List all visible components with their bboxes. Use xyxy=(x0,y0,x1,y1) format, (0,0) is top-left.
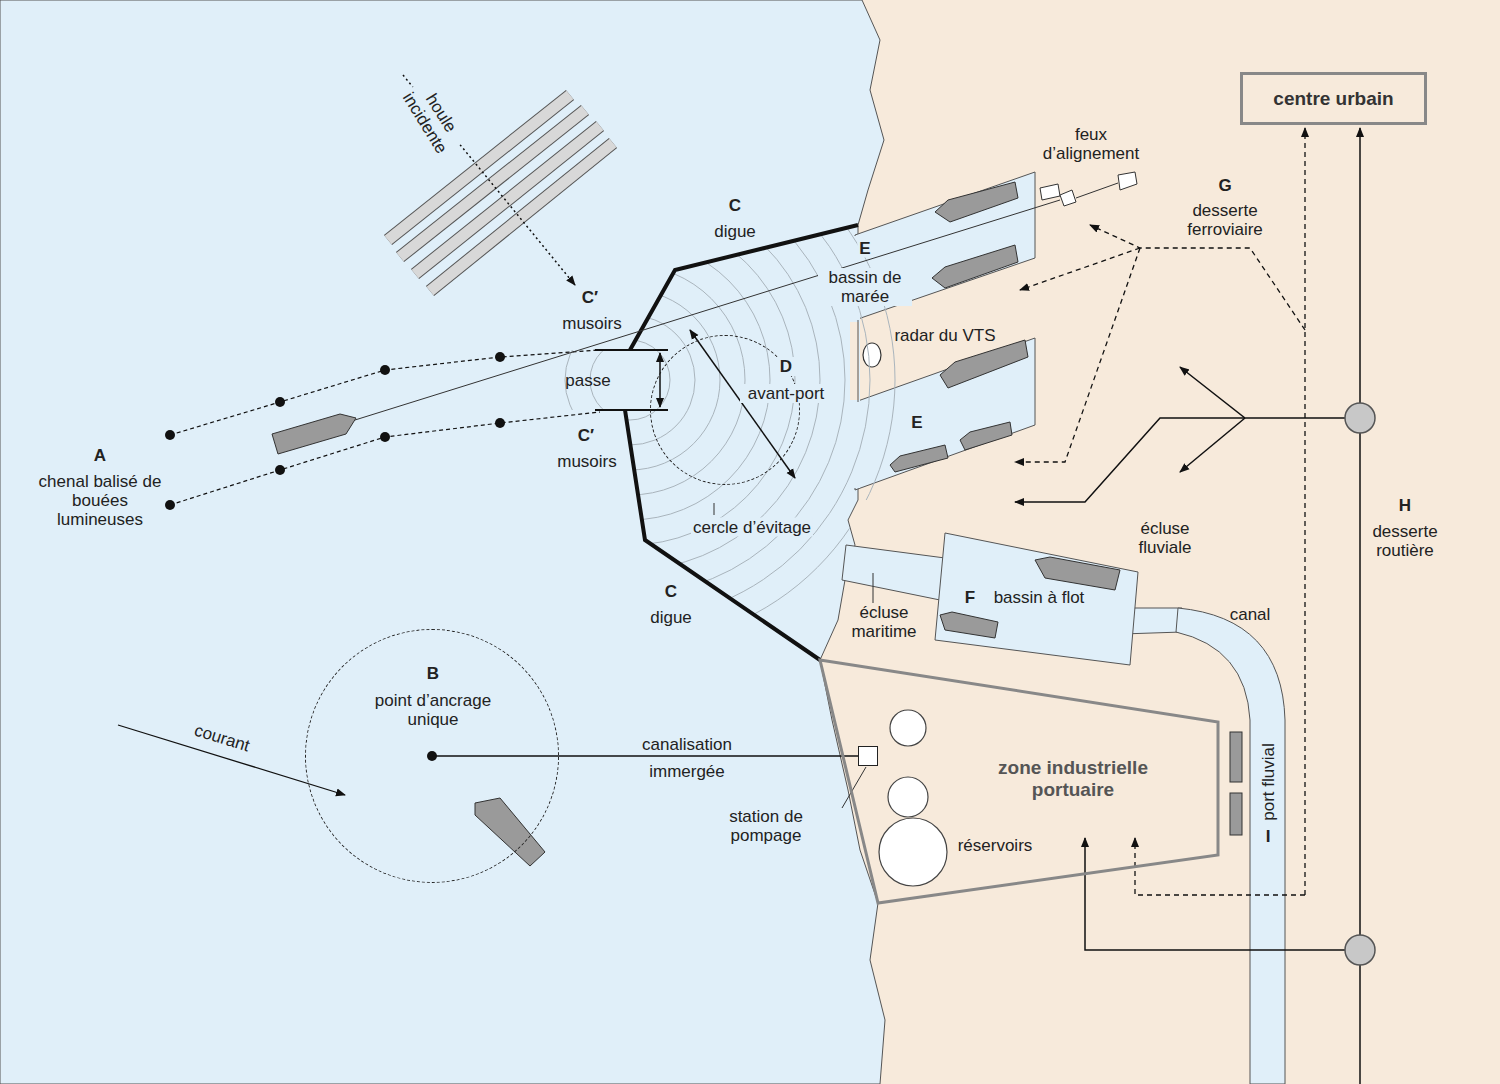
node-text: avant-port xyxy=(740,384,832,403)
map-label: desserte routière xyxy=(1358,522,1452,560)
anchor-circle: Bpoint d’ancrage unique xyxy=(305,629,559,883)
node-text: réservoirs xyxy=(945,836,1045,855)
map-label: G xyxy=(1216,176,1233,195)
node-text: D xyxy=(771,357,801,376)
map-label: feux d’alignement xyxy=(1034,125,1148,163)
map-label: digue xyxy=(712,222,758,241)
node-text: point d’ancrage unique xyxy=(358,691,508,729)
map-label: port fluvial xyxy=(1259,741,1278,822)
map-label: bassin de marée xyxy=(818,268,912,306)
map-label: écluse fluviale xyxy=(1123,519,1207,557)
map-label: C′ xyxy=(576,426,596,445)
map-label: musoirs xyxy=(555,452,619,471)
node-text: station de pompage xyxy=(706,807,826,845)
map-label: canalisation xyxy=(640,735,734,754)
node-text: F xyxy=(960,588,980,607)
node-text: zone industrielle portuaire xyxy=(973,757,1173,801)
map-label: C xyxy=(727,196,743,215)
pumping-station: station de pompage xyxy=(858,746,878,766)
map-label: C xyxy=(663,582,679,601)
map-label: cercle d’évitage xyxy=(691,518,813,537)
industrial-zone: zone industrielle portuaire réservoirs xyxy=(818,658,1222,908)
node-text: bassin à flot xyxy=(984,588,1094,607)
map-label: radar du VTS xyxy=(892,326,997,345)
city-box: centre urbain xyxy=(1240,72,1427,125)
map-label: I xyxy=(1264,827,1273,846)
map-label: A xyxy=(92,446,108,465)
map-label: desserte ferroviaire xyxy=(1173,201,1277,239)
map-label: écluse maritime xyxy=(842,603,926,641)
map-label: E xyxy=(909,413,924,432)
pipeline-connector xyxy=(559,755,858,756)
map-label: H xyxy=(1397,496,1413,515)
map-label: musoirs xyxy=(560,314,624,333)
map-label: passe xyxy=(563,371,612,390)
map-label: chenal balisé de bouées lumineuses xyxy=(33,472,167,529)
node-text: centre urbain xyxy=(1273,88,1393,110)
map-label: C′ xyxy=(580,288,600,307)
wet-dock: Fbassin à flot xyxy=(933,531,1143,671)
map-label: immergée xyxy=(647,762,727,781)
map-label: canal xyxy=(1228,605,1273,624)
map-label: E xyxy=(857,239,872,258)
map-label: digue xyxy=(648,608,694,627)
node-text: B xyxy=(403,664,463,683)
industrial-zone-outline xyxy=(818,658,1222,908)
turning-circle: Davant-port xyxy=(650,335,800,485)
